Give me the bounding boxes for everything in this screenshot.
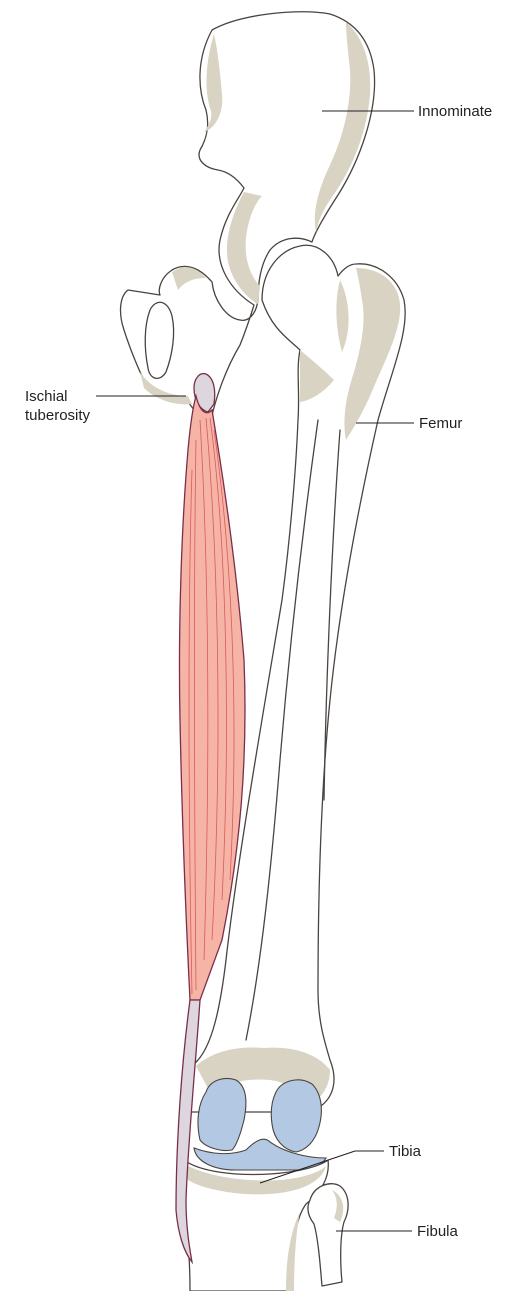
fibula-bone	[308, 1184, 348, 1286]
tibia-bone	[177, 1160, 328, 1291]
label-femur: Femur	[419, 415, 462, 432]
label-tibia: Tibia	[389, 1143, 422, 1160]
label-ischial: Ischial	[25, 388, 68, 405]
label-tuberosity: tuberosity	[25, 407, 91, 424]
label-innominate: Innominate	[418, 103, 492, 120]
label-fibula: Fibula	[417, 1223, 459, 1240]
